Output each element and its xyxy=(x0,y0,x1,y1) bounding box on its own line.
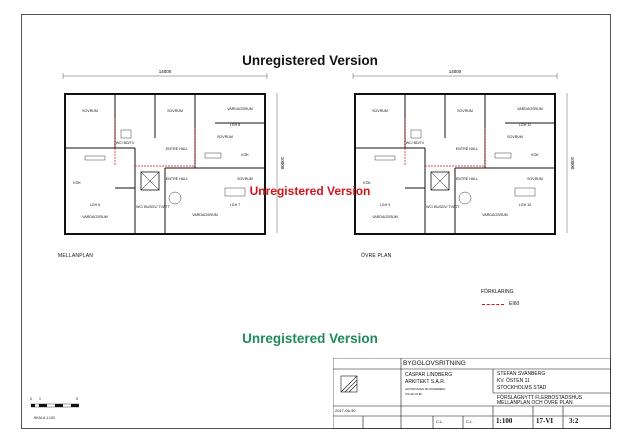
watermark-middle: Unregistered Version xyxy=(249,184,371,198)
legend-title: FÖRKLARING xyxy=(481,289,514,295)
room-label: LGH 10 xyxy=(519,203,531,207)
scale-tick-5: 5 xyxy=(76,397,78,401)
plan-title-ovre-plan: ÖVRE PLAN xyxy=(361,253,392,259)
floor-plan-mellanplan: 14000 10000 xyxy=(62,69,285,235)
room-label: LGH 6 xyxy=(90,203,100,207)
project-line-1: FÖRSLAGNYTT FLERBOSTADSHUS xyxy=(497,395,583,401)
watermark-top: Unregistered Version xyxy=(242,53,378,68)
room-label: SOVRUM xyxy=(167,109,183,113)
plan-width-dimension: 14000 xyxy=(449,69,462,74)
drawing-scale: 1:100 xyxy=(496,417,513,425)
architect-contact: 070-402 22 86 xyxy=(405,393,422,396)
room-label: WC/ BUSDV/ TVÄTT xyxy=(426,205,460,209)
scale-tick-1: 1 xyxy=(39,397,41,401)
architect-role: ARKITEKT S.A.R. xyxy=(405,379,446,385)
sheet-border xyxy=(21,14,611,429)
room-label: SOVRUM xyxy=(527,177,543,181)
room-label: VARDAGSRUM xyxy=(192,213,218,217)
room-label: WC/ BD/TV xyxy=(406,141,425,145)
legend-item-label: EI60 xyxy=(509,301,520,307)
title-block-header: BYGGLOVSRITNING xyxy=(403,360,466,367)
title-block-grid xyxy=(333,358,611,429)
architect-name: CASPAR LINDBERG xyxy=(405,372,453,378)
room-label: LGH 9 xyxy=(380,203,390,207)
plan-height-dimension: 10000 xyxy=(280,157,285,170)
floor-plan-ovre-plan: 14000 10000 xyxy=(352,69,575,235)
watermark-bottom: Unregistered Version xyxy=(242,331,378,346)
room-label: ENTRÉ HALL xyxy=(166,146,188,151)
room-label: ENTRÉ HALL xyxy=(456,146,478,151)
plan-title-mellanplan: MELLANPLAN xyxy=(58,253,94,259)
client-line-2: KV. ÖSTEN 11 xyxy=(497,378,530,384)
drawing-date: 2017-06-30 xyxy=(335,408,356,413)
room-label: KÖK xyxy=(363,181,371,185)
room-label: SOVRUM xyxy=(237,177,253,181)
room-label: KÖK xyxy=(531,153,539,157)
architect-address: HATTARVÄGEN 2B MOSSEBERG xyxy=(405,388,446,391)
room-label: VARDAGSRUM xyxy=(82,215,108,219)
initials-2: C.L. xyxy=(466,419,474,424)
room-label: KÖK xyxy=(73,181,81,185)
scale-bar xyxy=(31,403,79,408)
room-label: VARDAGSRUM xyxy=(372,215,398,219)
client-line-1: STEFAN SVANBERG xyxy=(497,371,546,377)
room-label: SOVRUM xyxy=(82,109,98,113)
room-label: ENTRÉ HALL xyxy=(456,176,478,181)
legend-fire-line xyxy=(482,304,504,305)
room-label: WC/ BD/TV xyxy=(116,141,135,145)
room-label: WC/ BUSDV/ TVÄTT xyxy=(136,205,170,209)
room-label: VARDAGSRUM xyxy=(517,107,543,111)
title-block: BYGGLOVSRITNING CASPAR LINDBERG ARKITEKT… xyxy=(333,358,611,429)
room-label: SOVRUM xyxy=(217,135,233,139)
scale-label: SKALA 1:100 xyxy=(34,416,55,420)
room-label: SOVRUM xyxy=(372,109,388,113)
room-label: LGH 11 xyxy=(519,123,531,127)
project-line-2: MELLANPLAN OCH ÖVRE PLAN xyxy=(497,400,573,406)
room-label: LGH 8 xyxy=(230,123,240,127)
room-label: VARDAGSRUM xyxy=(227,107,253,111)
room-label: SOVRUM xyxy=(457,109,473,113)
sheet-number: 3:2 xyxy=(569,417,579,425)
room-label: LGH 7 xyxy=(230,203,240,207)
room-label: SOVRUM xyxy=(507,135,523,139)
architect-logo xyxy=(340,375,358,393)
room-label: ENTRÉ HALL xyxy=(166,176,188,181)
plan-height-dimension: 10000 xyxy=(570,157,575,170)
initials-1: C.L. xyxy=(436,419,444,424)
scale-tick-0: 0 xyxy=(30,397,32,401)
client-line-3: STOCKHOLMS STAD xyxy=(497,385,547,391)
room-label: VARDAGSRUM xyxy=(482,213,508,217)
plan-width-dimension: 14000 xyxy=(159,69,172,74)
drawing-number: 17-VI xyxy=(536,417,554,425)
room-label: KÖK xyxy=(241,153,249,157)
